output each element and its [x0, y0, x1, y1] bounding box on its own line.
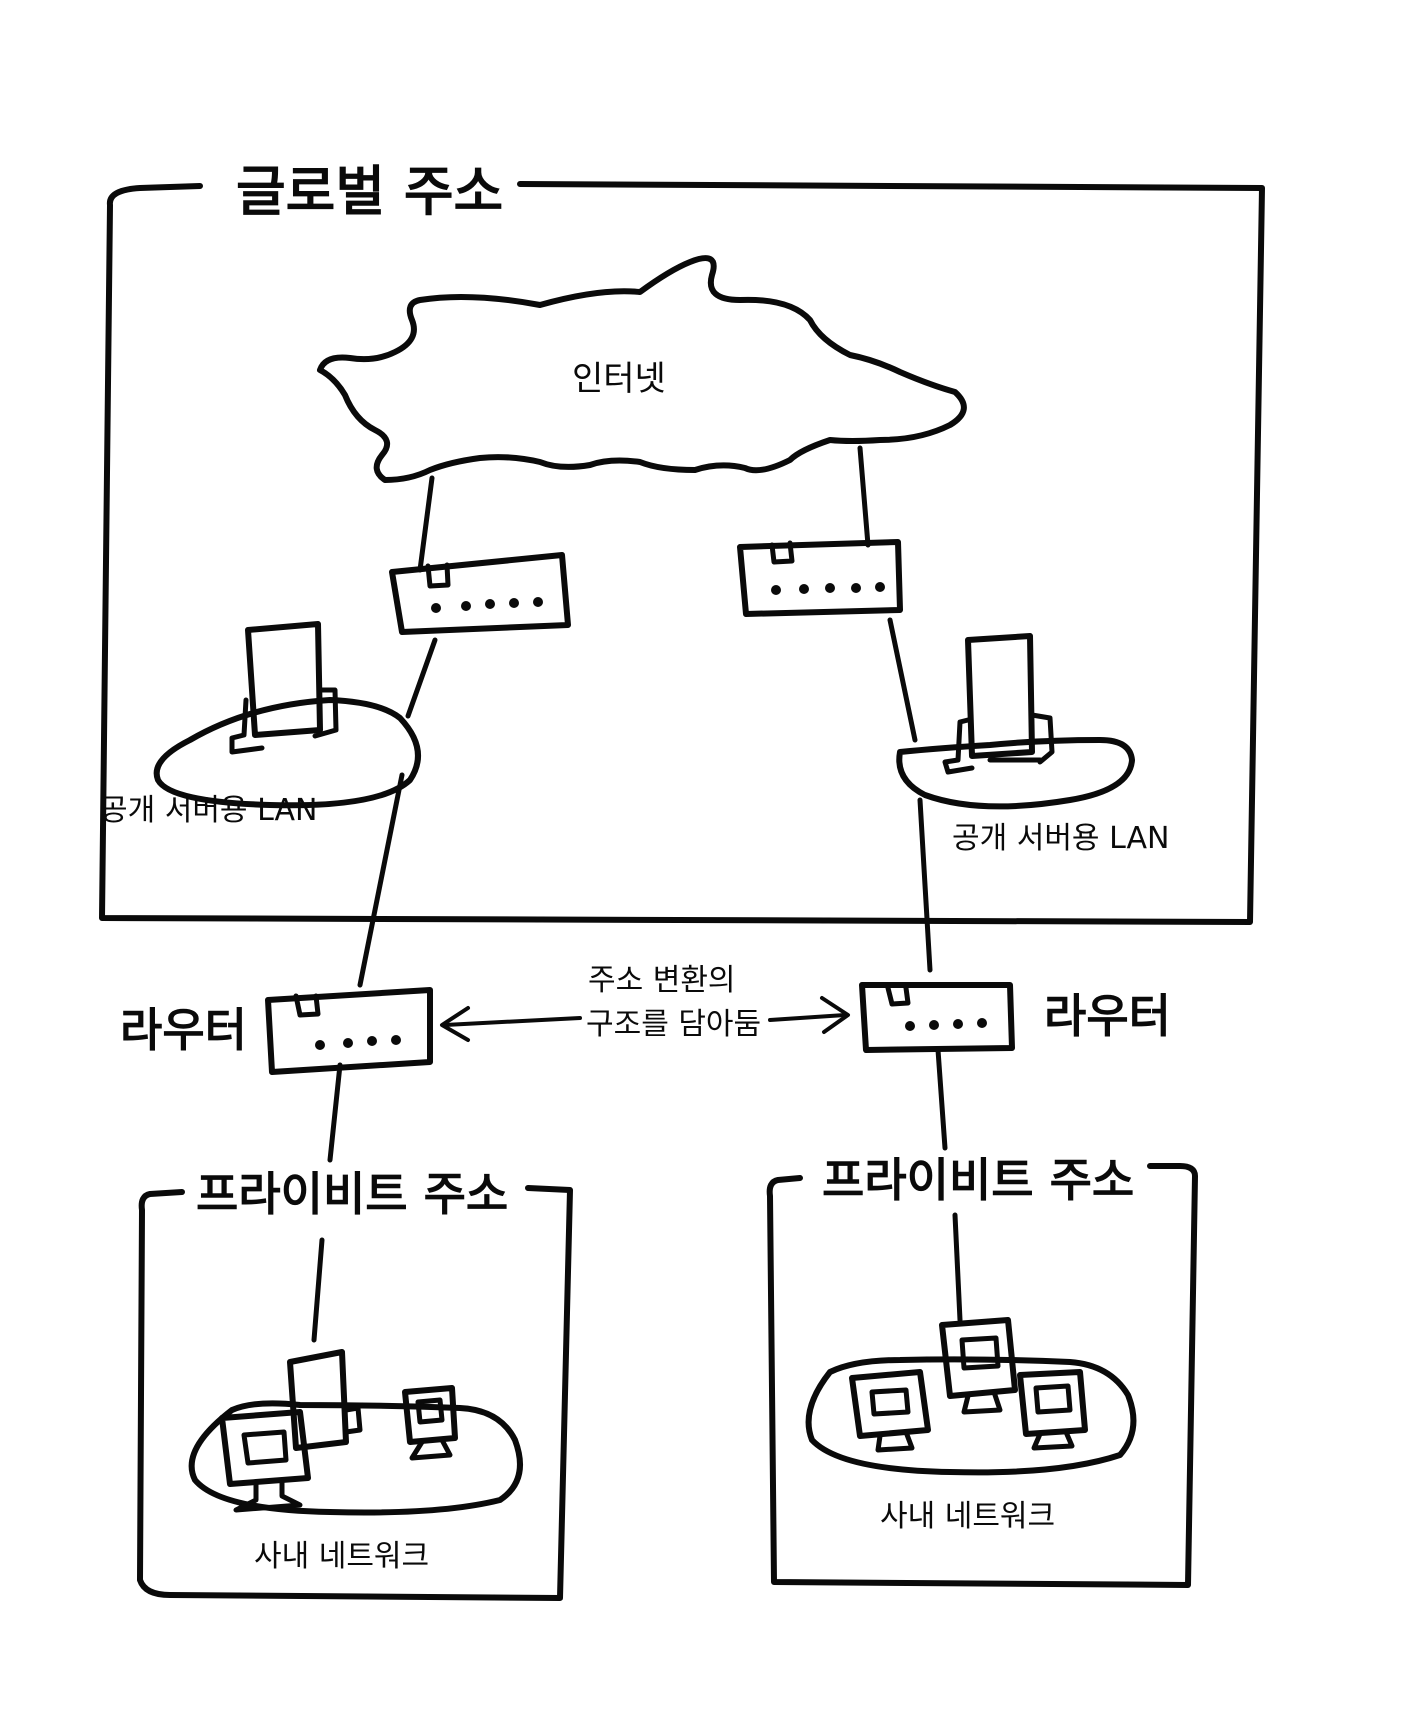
public-lan-left — [153, 621, 421, 809]
internal-network-right — [805, 1317, 1137, 1476]
internet-label: 인터넷 — [572, 359, 666, 399]
router-global-left — [389, 552, 571, 635]
global-address-label: 글로벌 주소 — [236, 160, 503, 223]
private-address-right-label: 프라이비트 주소 — [822, 1153, 1134, 1207]
nat-arrow — [440, 996, 850, 1042]
nat-label-line2: 구조를 담아둠 — [586, 1007, 761, 1042]
nat-label-line1: 주소 변환의 — [588, 963, 736, 998]
public-lan-right — [896, 633, 1135, 810]
router-nat-right — [859, 982, 1015, 1053]
connection-lines — [311, 445, 963, 1343]
private-frame-left — [137, 1185, 573, 1601]
internal-network-left — [188, 1349, 523, 1516]
public-lan-right-label: 공개 서버용 LAN — [952, 821, 1169, 856]
router-nat-left — [265, 987, 433, 1075]
router-nat-left-label: 라우터 — [120, 1003, 247, 1057]
private-frame-right — [766, 1163, 1198, 1588]
router-nat-right-label: 라우터 — [1044, 989, 1171, 1043]
internal-network-right-label: 사내 네트워크 — [880, 1499, 1055, 1534]
router-global-right — [737, 539, 903, 617]
global-address-frame — [99, 181, 1265, 925]
internet-cloud — [317, 255, 967, 483]
private-address-left-label: 프라이비트 주소 — [196, 1167, 508, 1221]
public-lan-left-label: 공개 서버용 LAN — [100, 793, 317, 828]
internal-network-left-label: 사내 네트워크 — [254, 1539, 429, 1574]
